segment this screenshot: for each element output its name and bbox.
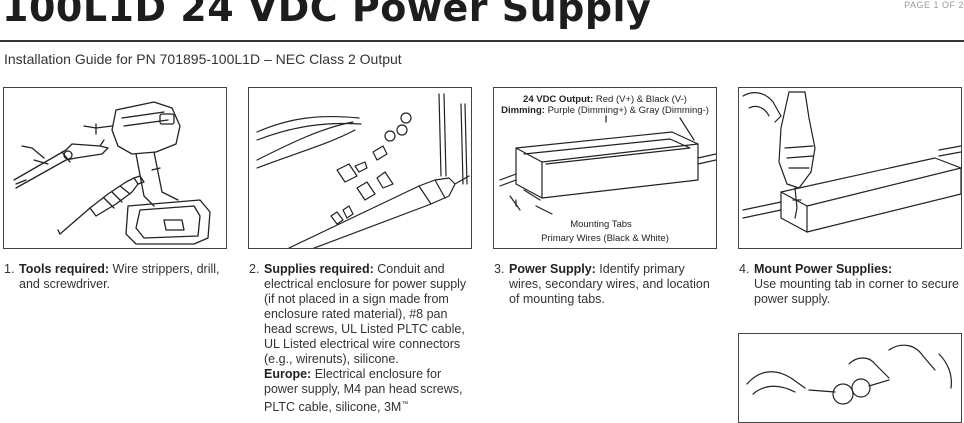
step-number: 3. bbox=[494, 262, 505, 276]
supplies-illustration bbox=[248, 87, 472, 249]
step-number: 4. bbox=[739, 262, 750, 276]
step-4: 4. Mount Power Supplies:Use mounting tab… bbox=[739, 262, 961, 307]
step-number: 1. bbox=[4, 262, 15, 276]
hand-drill-icon bbox=[742, 91, 816, 219]
step-text: Use mounting tab in corner to secure pow… bbox=[754, 277, 959, 306]
europe-text: Electrical enclosure for power supply, M… bbox=[264, 367, 463, 415]
page-subtitle: Installation Guide for PN 701895-100L1D … bbox=[4, 51, 402, 67]
step-text: Conduit and electrical enclosure for pow… bbox=[264, 262, 467, 366]
step-text: Wire strippers, drill, and screwdriver. bbox=[19, 262, 220, 291]
step-2: 2. Supplies required: Conduit and electr… bbox=[249, 262, 471, 415]
tools-illustration bbox=[3, 87, 227, 249]
step-number: 2. bbox=[249, 262, 260, 276]
step-3: 3. Power Supply: Identify primary wires,… bbox=[494, 262, 716, 307]
cable-ties-icon bbox=[438, 93, 468, 185]
step-heading: Power Supply: bbox=[509, 262, 596, 276]
mounting-drawing bbox=[742, 91, 961, 233]
page-number: PAGE 1 OF 2 bbox=[904, 0, 964, 10]
page-title: 100L1D 24 VDC Power Supply bbox=[2, 0, 652, 30]
output-text: Red (V+) & Black (V-) bbox=[593, 94, 687, 105]
dimming-label: Dimming: bbox=[501, 105, 545, 116]
cable-icon bbox=[256, 115, 362, 169]
power-supply-illustration: 24 VDC Output: Red (V+) & Black (V-) Dim… bbox=[493, 87, 717, 249]
mounted-power-supply-icon bbox=[742, 145, 961, 233]
dimming-text: Purple (Dimming+) & Gray (Dimming-) bbox=[544, 105, 709, 116]
mounting-illustration bbox=[738, 87, 962, 249]
screwdriver-icon bbox=[57, 175, 145, 235]
connector-drawing bbox=[746, 344, 952, 405]
dimming-callout: Dimming: Purple (Dimming+) & Gray (Dimmi… bbox=[494, 105, 716, 117]
trademark-mark: ™ bbox=[401, 401, 409, 408]
tools-drawing bbox=[13, 101, 211, 245]
conduit-icon bbox=[288, 175, 470, 248]
wire-strippers-icon bbox=[13, 139, 109, 189]
step-heading: Supplies required: bbox=[264, 262, 374, 276]
step-1: 1. Tools required: Wire strippers, drill… bbox=[4, 262, 224, 292]
mounting-tabs-callout: Mounting Tabs bbox=[570, 219, 632, 230]
output-callout: 24 VDC Output: Red (V+) & Black (V-) bbox=[494, 94, 716, 106]
step-text: Identify primary wires, secondary wires,… bbox=[509, 262, 710, 306]
wire-nuts-icon bbox=[330, 112, 412, 225]
output-label: 24 VDC Output: bbox=[523, 94, 594, 105]
title-divider bbox=[0, 40, 964, 42]
europe-heading: Europe: bbox=[264, 367, 312, 381]
hands-icon bbox=[746, 344, 952, 405]
power-supply-drawing bbox=[499, 115, 716, 215]
primary-wires-callout: Primary Wires (Black & White) bbox=[541, 233, 669, 244]
step-heading: Mount Power Supplies: bbox=[754, 262, 893, 276]
supplies-drawing bbox=[256, 93, 470, 248]
step-heading: Tools required: bbox=[19, 262, 110, 276]
connector-illustration bbox=[738, 333, 962, 423]
drill-icon bbox=[83, 101, 211, 245]
